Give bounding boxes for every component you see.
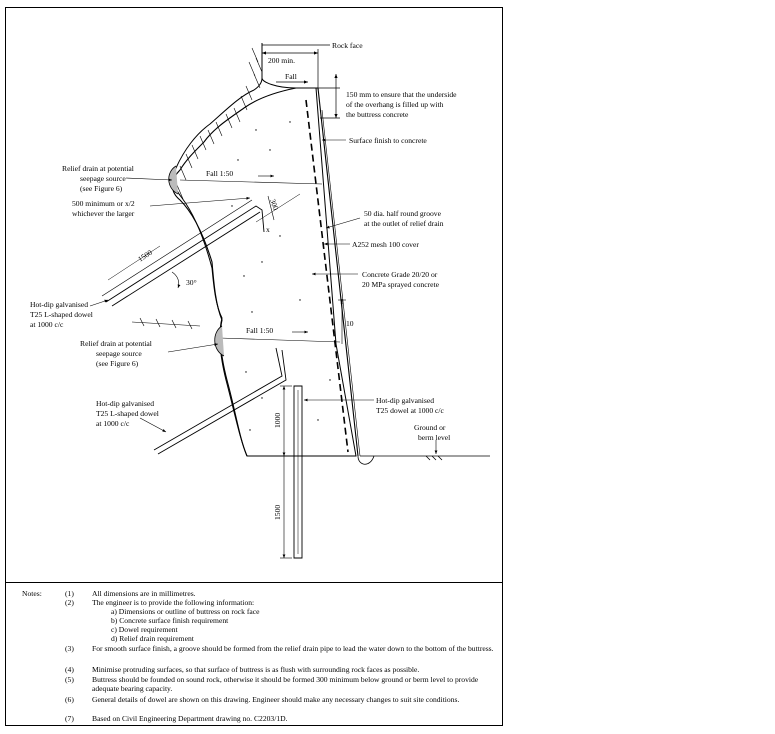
dowel-upper-line3: at 1000 c/c bbox=[30, 320, 64, 329]
ground-line2: berm level bbox=[418, 433, 450, 442]
dowel-upper-line1: Hot-dip galvanised bbox=[30, 300, 88, 309]
overhang-dim bbox=[316, 74, 340, 119]
dim-1500-vertical-label: 1500 bbox=[273, 505, 282, 520]
relief-drain-upper-line3: (see Figure 6) bbox=[80, 184, 123, 193]
relief-drain-upper-line2: seepage source bbox=[80, 174, 126, 183]
x-label: x bbox=[266, 225, 270, 234]
dowel-vertical-line1: Hot-dip galvanised bbox=[376, 396, 434, 405]
rock-face-curve bbox=[171, 87, 297, 457]
note-2b: b) Concrete surface finish requirement bbox=[111, 616, 229, 625]
angle-arc bbox=[171, 271, 181, 289]
rock-face-label: Rock face bbox=[332, 41, 363, 50]
dim-200 bbox=[262, 44, 330, 90]
dowel-lower bbox=[153, 347, 287, 455]
fall-upper-label: Fall 1:50 bbox=[206, 169, 233, 178]
fall-top-label: Fall bbox=[285, 72, 297, 81]
min500-line2: whichever the larger bbox=[72, 209, 135, 218]
min500-line1: 500 minimum or x/2 bbox=[72, 199, 135, 208]
dowel-vertical bbox=[293, 385, 303, 559]
buttress-front-face-offset bbox=[321, 109, 361, 457]
dim-1000-label: 1000 bbox=[273, 413, 282, 428]
relief-drain-lower-line1: Relief drain at potential bbox=[80, 339, 152, 348]
fall-lower-label: Fall 1:50 bbox=[246, 326, 273, 335]
relief-drain-lower-line2: seepage source bbox=[96, 349, 142, 358]
min500-leader bbox=[149, 196, 251, 207]
surface-finish-label: Surface finish to concrete bbox=[349, 136, 427, 145]
dim-200-label: 200 min. bbox=[268, 56, 295, 65]
groove-leader bbox=[325, 217, 361, 229]
relief-drain-lower-icon bbox=[214, 325, 225, 357]
concrete-speckle bbox=[231, 121, 331, 431]
fall-line-lower bbox=[219, 337, 341, 343]
dowel-lower-line3: at 1000 c/c bbox=[96, 419, 130, 428]
slope-10-label: 10 bbox=[346, 319, 354, 328]
mesh-line bbox=[305, 99, 349, 453]
buttress-front-face bbox=[317, 87, 359, 457]
note-2c: c) Dowel requirement bbox=[111, 625, 178, 634]
dowel-upper bbox=[101, 199, 265, 307]
relief-drain-lower-leader bbox=[167, 343, 219, 353]
relief-drain-lower-line3: (see Figure 6) bbox=[96, 359, 139, 368]
dowel-lower-leader bbox=[139, 417, 167, 433]
dowel-lower-line1: Hot-dip galvanised bbox=[96, 399, 154, 408]
notes-label: Notes: bbox=[22, 589, 42, 598]
fall-line-upper bbox=[179, 179, 323, 185]
dowel-lower-line2: T25 L-shaped dowel bbox=[96, 409, 159, 418]
overhang-note-line2: of the overhang is filled up with bbox=[346, 100, 444, 109]
groove-line2: at the outlet of relief drain bbox=[364, 219, 444, 228]
drawing-frame bbox=[5, 7, 503, 726]
grade-line2: 20 MPa sprayed concrete bbox=[362, 280, 440, 289]
dim-300-line bbox=[267, 195, 275, 221]
grade-line1: Concrete Grade 20/20 or bbox=[362, 270, 438, 279]
ground-line1: Ground or bbox=[414, 423, 446, 432]
x-dim-line bbox=[255, 193, 301, 223]
dowel-vertical-line2: T25 dowel at 1000 c/c bbox=[376, 406, 445, 415]
relief-drain-upper-leader bbox=[125, 177, 173, 182]
ground-level bbox=[357, 455, 490, 465]
overhang-note-line3: the buttress concrete bbox=[346, 110, 409, 119]
overhang-note-line1: 150 mm to ensure that the underside bbox=[346, 90, 457, 99]
dowel-upper-leader bbox=[89, 299, 109, 307]
mesh-label: A252 mesh 100 cover bbox=[352, 240, 419, 249]
groove-line1: 50 dia. half round groove bbox=[364, 209, 442, 218]
dim-1500-dowel-line bbox=[107, 245, 161, 281]
note-2d: d) Relief drain requirement bbox=[111, 634, 194, 643]
dowel-upper-line2: T25 L-shaped dowel bbox=[30, 310, 93, 319]
slope-indicator bbox=[338, 299, 346, 344]
slope-1-label: 1 bbox=[340, 297, 344, 306]
dim-300-label: 300 bbox=[268, 198, 280, 212]
notes-section: Notes: (1) All dimensions are in millime… bbox=[5, 582, 503, 726]
note-2a: a) Dimensions or outline of buttress on … bbox=[111, 607, 260, 616]
dim-vertical bbox=[280, 385, 292, 559]
rock-hatching-middle bbox=[131, 317, 201, 330]
buttress-section-drawing: Rock face 200 min. Fall 150 mm to ensure… bbox=[30, 41, 490, 559]
angle-30-label: 30° bbox=[186, 278, 197, 287]
relief-drain-upper-line1: Relief drain at potential bbox=[62, 164, 134, 173]
